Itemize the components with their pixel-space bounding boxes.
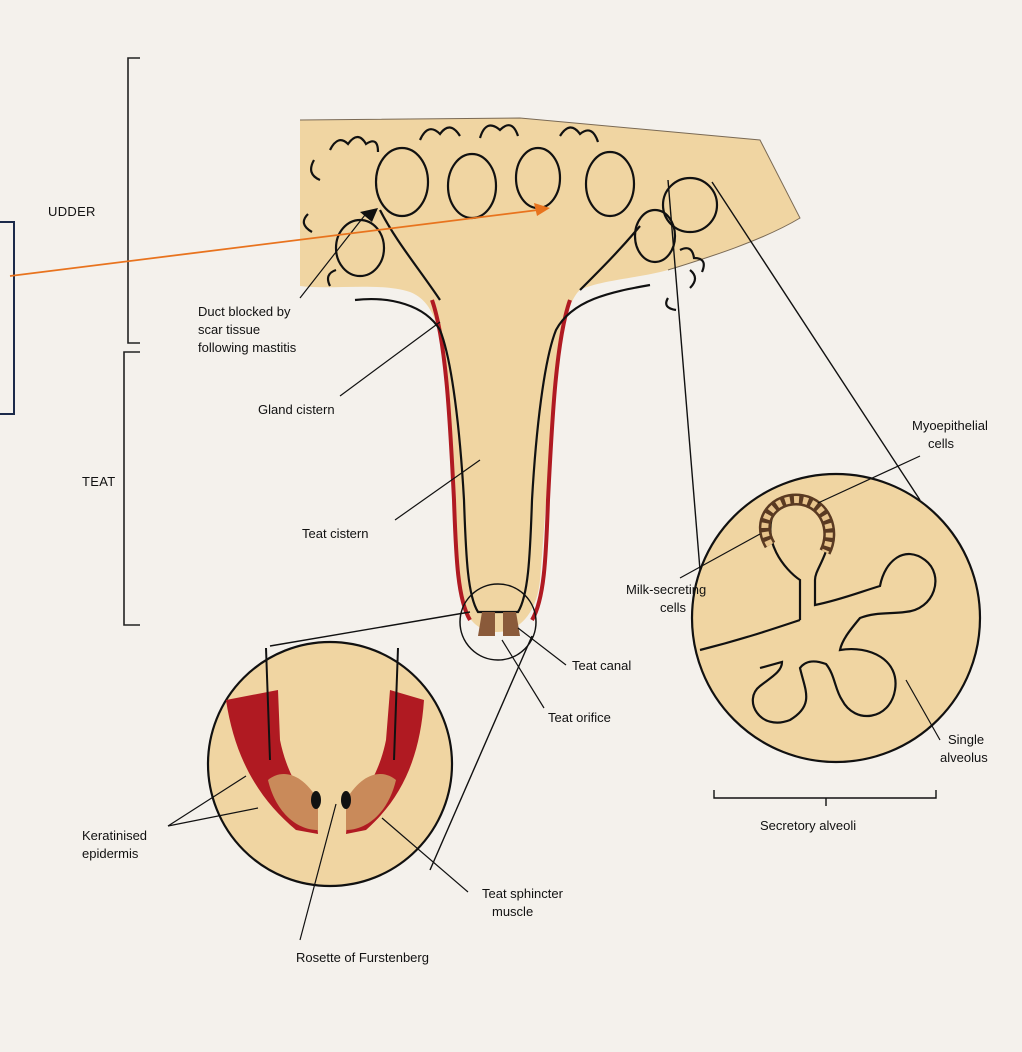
label-keratinised: Keratinised epidermis (82, 828, 151, 861)
leader-gland-cistern (340, 322, 440, 396)
secretory-alveoli-bracket (714, 790, 936, 806)
label-single-alveolus: Single alveolus (940, 732, 988, 765)
label-teat-cistern: Teat cistern (302, 526, 368, 541)
connector-alveoli-right (712, 182, 920, 500)
teat-section-label: TEAT (82, 474, 115, 489)
teat-bracket (124, 352, 140, 625)
teat-magnified-circle (208, 642, 452, 886)
alveoli-magnified-circle (692, 474, 980, 762)
udder-bracket (128, 58, 140, 343)
connector-teat-left (270, 612, 470, 646)
leader-teat-canal (518, 628, 566, 665)
label-myoepithelial: Myoepithelial cells (912, 418, 992, 451)
label-teat-canal: Teat canal (572, 658, 631, 673)
label-secretory-alveoli: Secretory alveoli (760, 818, 856, 833)
label-duct-blocked: Duct blocked by scar tissue following ma… (198, 304, 297, 355)
udder-section-label: UDDER (48, 204, 96, 219)
label-gland-cistern: Gland cistern (258, 402, 335, 417)
rosette-right-dot (341, 791, 351, 809)
rosette-left-dot (311, 791, 321, 809)
label-sphincter: Teat sphincter muscle (482, 886, 567, 919)
annotation-box (0, 222, 14, 414)
label-teat-orifice: Teat orifice (548, 710, 611, 725)
label-rosette: Rosette of Furstenberg (296, 950, 429, 965)
